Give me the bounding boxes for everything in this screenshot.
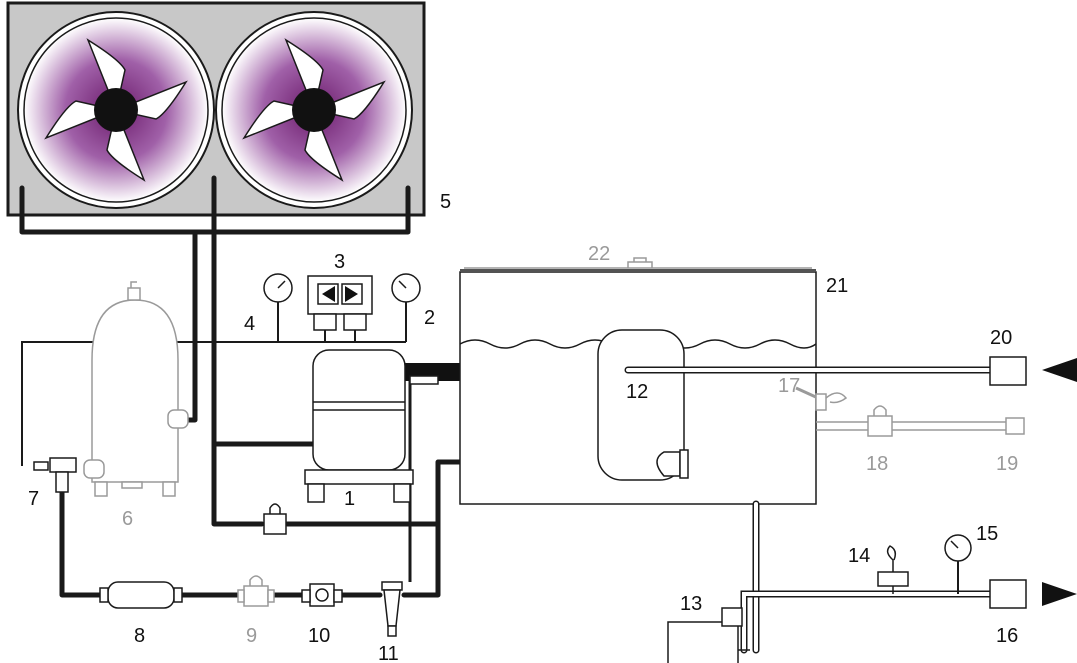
tee-fitting bbox=[33, 457, 77, 493]
label-8: 8 bbox=[134, 625, 145, 647]
water-inlet-line bbox=[624, 356, 1077, 386]
condenser-unit bbox=[6, 1, 426, 235]
pressure-control bbox=[307, 275, 373, 342]
component-labels: 1 2 3 4 5 6 7 8 9 10 11 12 13 14 15 16 1… bbox=[28, 191, 1018, 663]
arrow-right-icon bbox=[1042, 582, 1077, 606]
valve-14 bbox=[877, 545, 909, 594]
evaporator bbox=[597, 329, 689, 481]
label-13: 13 bbox=[680, 593, 702, 615]
label-10: 10 bbox=[308, 625, 330, 647]
gauge-15 bbox=[944, 534, 972, 594]
label-12: 12 bbox=[626, 381, 648, 403]
pump-13 bbox=[667, 607, 750, 663]
label-14: 14 bbox=[848, 545, 870, 567]
sight-glass-10 bbox=[301, 583, 343, 607]
valve-discharge bbox=[263, 503, 287, 535]
compressor bbox=[304, 349, 439, 503]
label-19: 19 bbox=[996, 453, 1018, 475]
condenser-fan-right bbox=[215, 11, 413, 209]
expansion-valve-11 bbox=[381, 581, 403, 637]
label-21: 21 bbox=[826, 275, 848, 297]
label-9: 9 bbox=[246, 625, 257, 647]
label-17: 17 bbox=[778, 375, 800, 397]
label-15: 15 bbox=[976, 523, 998, 545]
label-20: 20 bbox=[990, 327, 1012, 349]
solenoid-valve-9 bbox=[237, 575, 275, 607]
gauge-4 bbox=[263, 273, 293, 342]
label-7: 7 bbox=[28, 488, 39, 510]
float-valve-17 bbox=[795, 386, 848, 411]
arrow-left-icon bbox=[1042, 358, 1077, 382]
label-4: 4 bbox=[244, 313, 255, 335]
make-up-water-line bbox=[816, 405, 1025, 437]
filter-8 bbox=[99, 581, 183, 609]
chilled-water-outlet bbox=[740, 500, 1077, 654]
label-5: 5 bbox=[440, 191, 451, 213]
label-2: 2 bbox=[424, 307, 435, 329]
label-22: 22 bbox=[588, 243, 610, 265]
condenser-fan-left bbox=[17, 11, 215, 209]
gauge-2 bbox=[391, 273, 421, 342]
label-18: 18 bbox=[866, 453, 888, 475]
liquid-receiver bbox=[83, 281, 189, 497]
label-16: 16 bbox=[996, 625, 1018, 647]
label-11: 11 bbox=[378, 643, 399, 663]
label-3: 3 bbox=[334, 251, 345, 273]
label-1: 1 bbox=[344, 488, 355, 510]
label-6: 6 bbox=[122, 508, 133, 530]
